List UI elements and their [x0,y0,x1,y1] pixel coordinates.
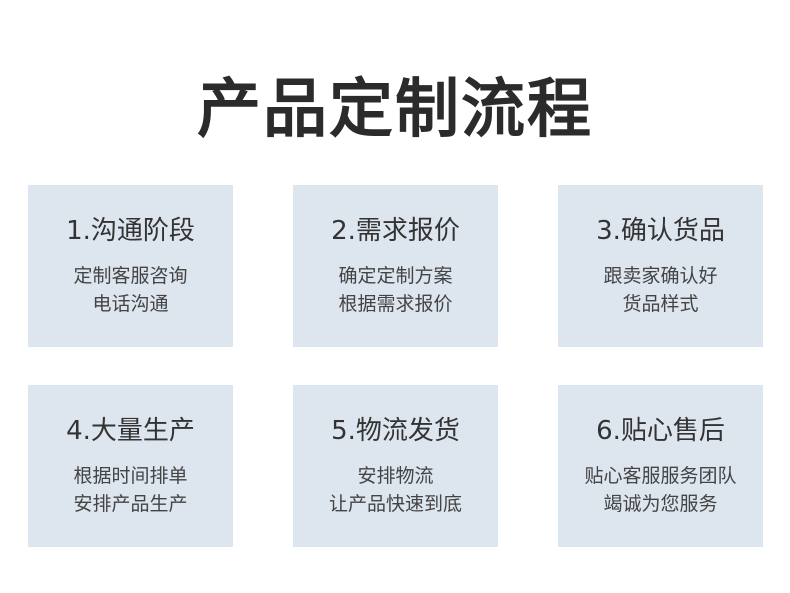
step-description-line-2: 安排产品生产 [73,493,188,515]
page-title: 产品定制流程 [197,73,593,147]
step-title: 4.大量生产 [66,416,195,446]
step-title: 5.物流发货 [331,416,460,446]
step-description-line-2: 竭诚为您服务 [603,493,718,515]
step-description-line-1: 跟卖家确认好 [603,265,718,287]
step-card-after-sales: 6.贴心售后 贴心客服服务团队 竭诚为您服务 [558,385,763,547]
step-title: 1.沟通阶段 [66,216,195,246]
step-card-quotation: 2.需求报价 确定定制方案 根据需求报价 [293,185,498,347]
step-description-line-2: 货品样式 [622,293,699,315]
step-description-line-1: 确定定制方案 [338,265,453,287]
step-title: 2.需求报价 [331,216,460,246]
process-steps-grid: 1.沟通阶段 定制客服咨询 电话沟通 2.需求报价 确定定制方案 根据需求报价 … [28,185,763,547]
step-card-mass-production: 4.大量生产 根据时间排单 安排产品生产 [28,385,233,547]
step-card-confirm-goods: 3.确认货品 跟卖家确认好 货品样式 [558,185,763,347]
step-card-shipping: 5.物流发货 安排物流 让产品快速到底 [293,385,498,547]
step-description-line-1: 贴心客服服务团队 [584,465,737,487]
step-title: 6.贴心售后 [596,416,725,446]
step-description-line-1: 定制客服咨询 [73,265,188,287]
step-description-line-1: 安排物流 [357,465,434,487]
step-description-line-2: 根据需求报价 [338,293,453,315]
step-description-line-2: 电话沟通 [92,293,169,315]
step-description-line-2: 让产品快速到底 [328,493,462,515]
step-description-line-1: 根据时间排单 [73,465,188,487]
step-title: 3.确认货品 [596,216,725,246]
step-card-communication: 1.沟通阶段 定制客服咨询 电话沟通 [28,185,233,347]
